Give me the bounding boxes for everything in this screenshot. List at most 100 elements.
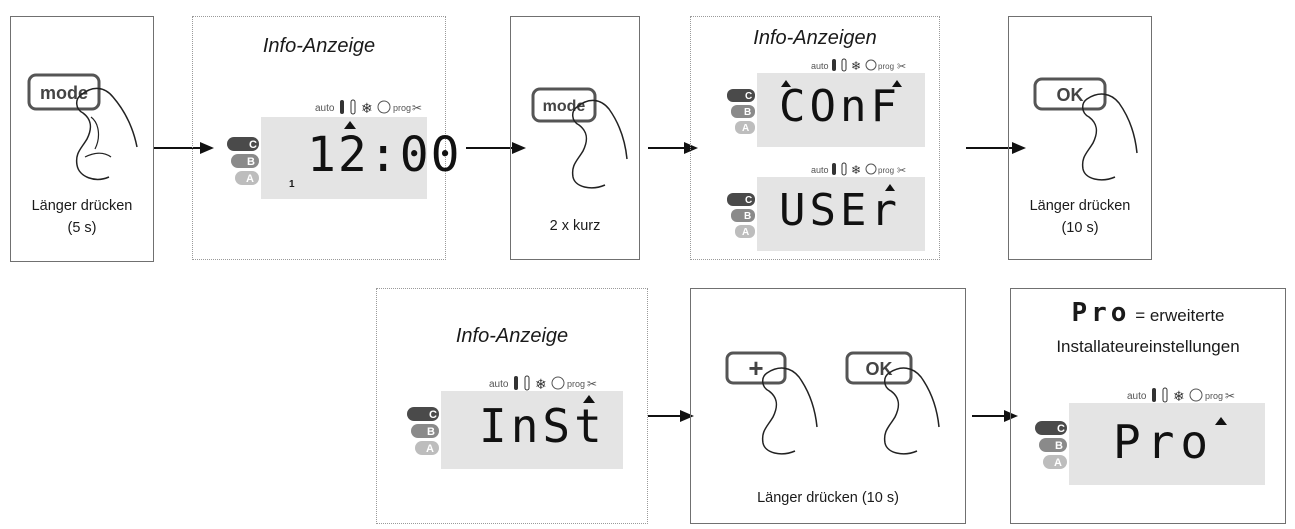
wrench-icon: ✂ — [897, 61, 906, 73]
step3-panel: mode 2 x kurz — [510, 16, 640, 260]
snowflake-icon: ❄ — [1173, 388, 1185, 404]
lcd-display-top: auto ❄ prog ✂ C B A COnF — [727, 57, 927, 147]
wrench-icon: ✂ — [587, 377, 597, 391]
clock-icon — [551, 376, 565, 390]
clock-icon — [865, 163, 877, 175]
clock-icon — [865, 59, 877, 71]
svg-text:A: A — [246, 173, 254, 185]
hand-icon — [883, 367, 940, 455]
svg-text:B: B — [1055, 440, 1063, 452]
hand-icon — [571, 99, 628, 189]
lcd-display: auto ❄ prog ✂ C B A 12:00 1 — [227, 97, 460, 199]
mode-pill-b — [231, 154, 259, 168]
snowflake-icon: ❄ — [851, 59, 861, 73]
svg-text:prog: prog — [878, 166, 894, 175]
press-plus-ok-illustration: + OK — [725, 351, 940, 455]
step1-caption: Länger drücken (5 s) — [31, 198, 133, 236]
arrow-2 — [466, 142, 526, 154]
svg-text:B: B — [744, 211, 751, 222]
snowflake-icon: ❄ — [535, 376, 547, 392]
arrow-1 — [154, 142, 214, 154]
thermometer-icon — [340, 100, 344, 114]
step8-subtitle: Installateureinstellungen — [1056, 337, 1240, 356]
lcd-display: auto ❄ prog ✂ C B A Pro — [1035, 385, 1265, 485]
mode-pill-a — [235, 171, 259, 185]
step5-caption: Länger drücken (10 s) — [1029, 198, 1131, 236]
step1-panel: mode Länger drücken (5 s) — [10, 16, 154, 262]
ok-button-icon — [845, 351, 913, 385]
indicator-triangle — [781, 80, 791, 87]
press-mode-illustration: mode — [27, 73, 138, 181]
plus-button-label: + — [748, 353, 763, 383]
lcd-display: auto ❄ prog ✂ C B A InSt — [407, 373, 623, 469]
indicator-triangle — [892, 80, 902, 87]
svg-text:B: B — [247, 156, 255, 168]
mode-button-icon — [531, 87, 597, 123]
pro-code: Pro — [1071, 298, 1131, 328]
hand-icon — [761, 367, 818, 455]
arrow-4 — [966, 142, 1026, 154]
wrench-icon: ✂ — [897, 165, 906, 177]
svg-text:auto: auto — [811, 165, 829, 175]
step3-caption: 2 x kurz — [549, 218, 601, 234]
svg-text:C: C — [1057, 423, 1065, 435]
mode-button-label: mode — [543, 98, 586, 115]
mode-button-icon — [27, 73, 101, 111]
lcd-value-inst: InSt — [479, 399, 606, 453]
svg-text:auto: auto — [489, 379, 509, 390]
press-ok-illustration: OK — [1033, 77, 1138, 181]
step2-panel: Info-Anzeige auto ❄ prog ✂ C B A 12:00 1 — [192, 16, 460, 260]
svg-text:prog: prog — [878, 62, 894, 71]
indicator-triangle — [344, 121, 356, 129]
svg-text:prog: prog — [1205, 391, 1223, 401]
mode-button-label: mode — [40, 83, 88, 103]
lcd-value-conf: COnF — [779, 81, 901, 132]
arrow-5 — [648, 410, 694, 422]
lcd-value-user: USEr — [779, 185, 901, 236]
arrow-3 — [648, 142, 698, 154]
indicator-triangle — [583, 395, 595, 403]
snowflake-icon: ❄ — [361, 100, 373, 116]
lcd-sub-value: 1 — [289, 179, 295, 190]
svg-text:auto: auto — [811, 61, 829, 71]
svg-text:B: B — [744, 107, 751, 118]
pro-title-suffix: = erweiterte — [1135, 306, 1225, 325]
svg-text:C: C — [429, 409, 437, 421]
step4-title: Info-Anzeigen — [753, 27, 877, 49]
hand-icon — [1081, 93, 1138, 181]
step7-panel: + OK Länger drücken (10 s) — [690, 288, 966, 524]
step7-caption: Länger drücken (10 s) — [757, 490, 899, 506]
svg-text:A: A — [1054, 457, 1062, 469]
ok-button-label: OK — [866, 359, 893, 379]
thermometer-outline-icon — [350, 99, 356, 115]
step5-panel: OK Länger drücken (10 s) — [1008, 16, 1152, 260]
wrench-icon: ✂ — [412, 101, 422, 115]
auto-label: auto — [315, 103, 335, 114]
clock-icon — [1189, 388, 1203, 402]
step8-title: Pro = erweiterte — [1011, 298, 1285, 328]
svg-text:prog: prog — [567, 379, 585, 389]
mode-pill-c — [227, 137, 259, 151]
indicator-triangle — [885, 184, 895, 191]
svg-text:B: B — [427, 426, 435, 438]
snowflake-icon: ❄ — [851, 163, 861, 177]
step8-panel: Pro = erweiterte Installateureinstellung… — [1010, 288, 1286, 524]
wrench-icon: ✂ — [1225, 389, 1235, 403]
svg-text:C: C — [745, 195, 752, 206]
lcd-main-value: 12:00 — [307, 127, 462, 183]
svg-text:A: A — [742, 123, 749, 134]
indicator-triangle — [1215, 417, 1227, 425]
ok-button-label: OK — [1057, 85, 1084, 105]
svg-text:auto: auto — [1127, 391, 1147, 402]
clock-icon — [377, 100, 391, 114]
lcd-display-bottom: auto ❄ prog ✂ C B A USEr — [727, 161, 927, 251]
press-mode-illustration: mode — [531, 87, 628, 189]
step6-panel: Info-Anzeige auto ❄ prog ✂ C B A InSt — [376, 288, 648, 524]
step4-panel: Info-Anzeigen auto ❄ prog ✂ C B A COnF a… — [690, 16, 940, 260]
arrow-6 — [972, 410, 1018, 422]
svg-text:A: A — [426, 443, 434, 455]
svg-text:A: A — [742, 227, 749, 238]
lcd-value-pro: Pro — [1113, 415, 1215, 469]
step2-title: Info-Anzeige — [262, 35, 376, 57]
step6-title: Info-Anzeige — [455, 325, 569, 347]
